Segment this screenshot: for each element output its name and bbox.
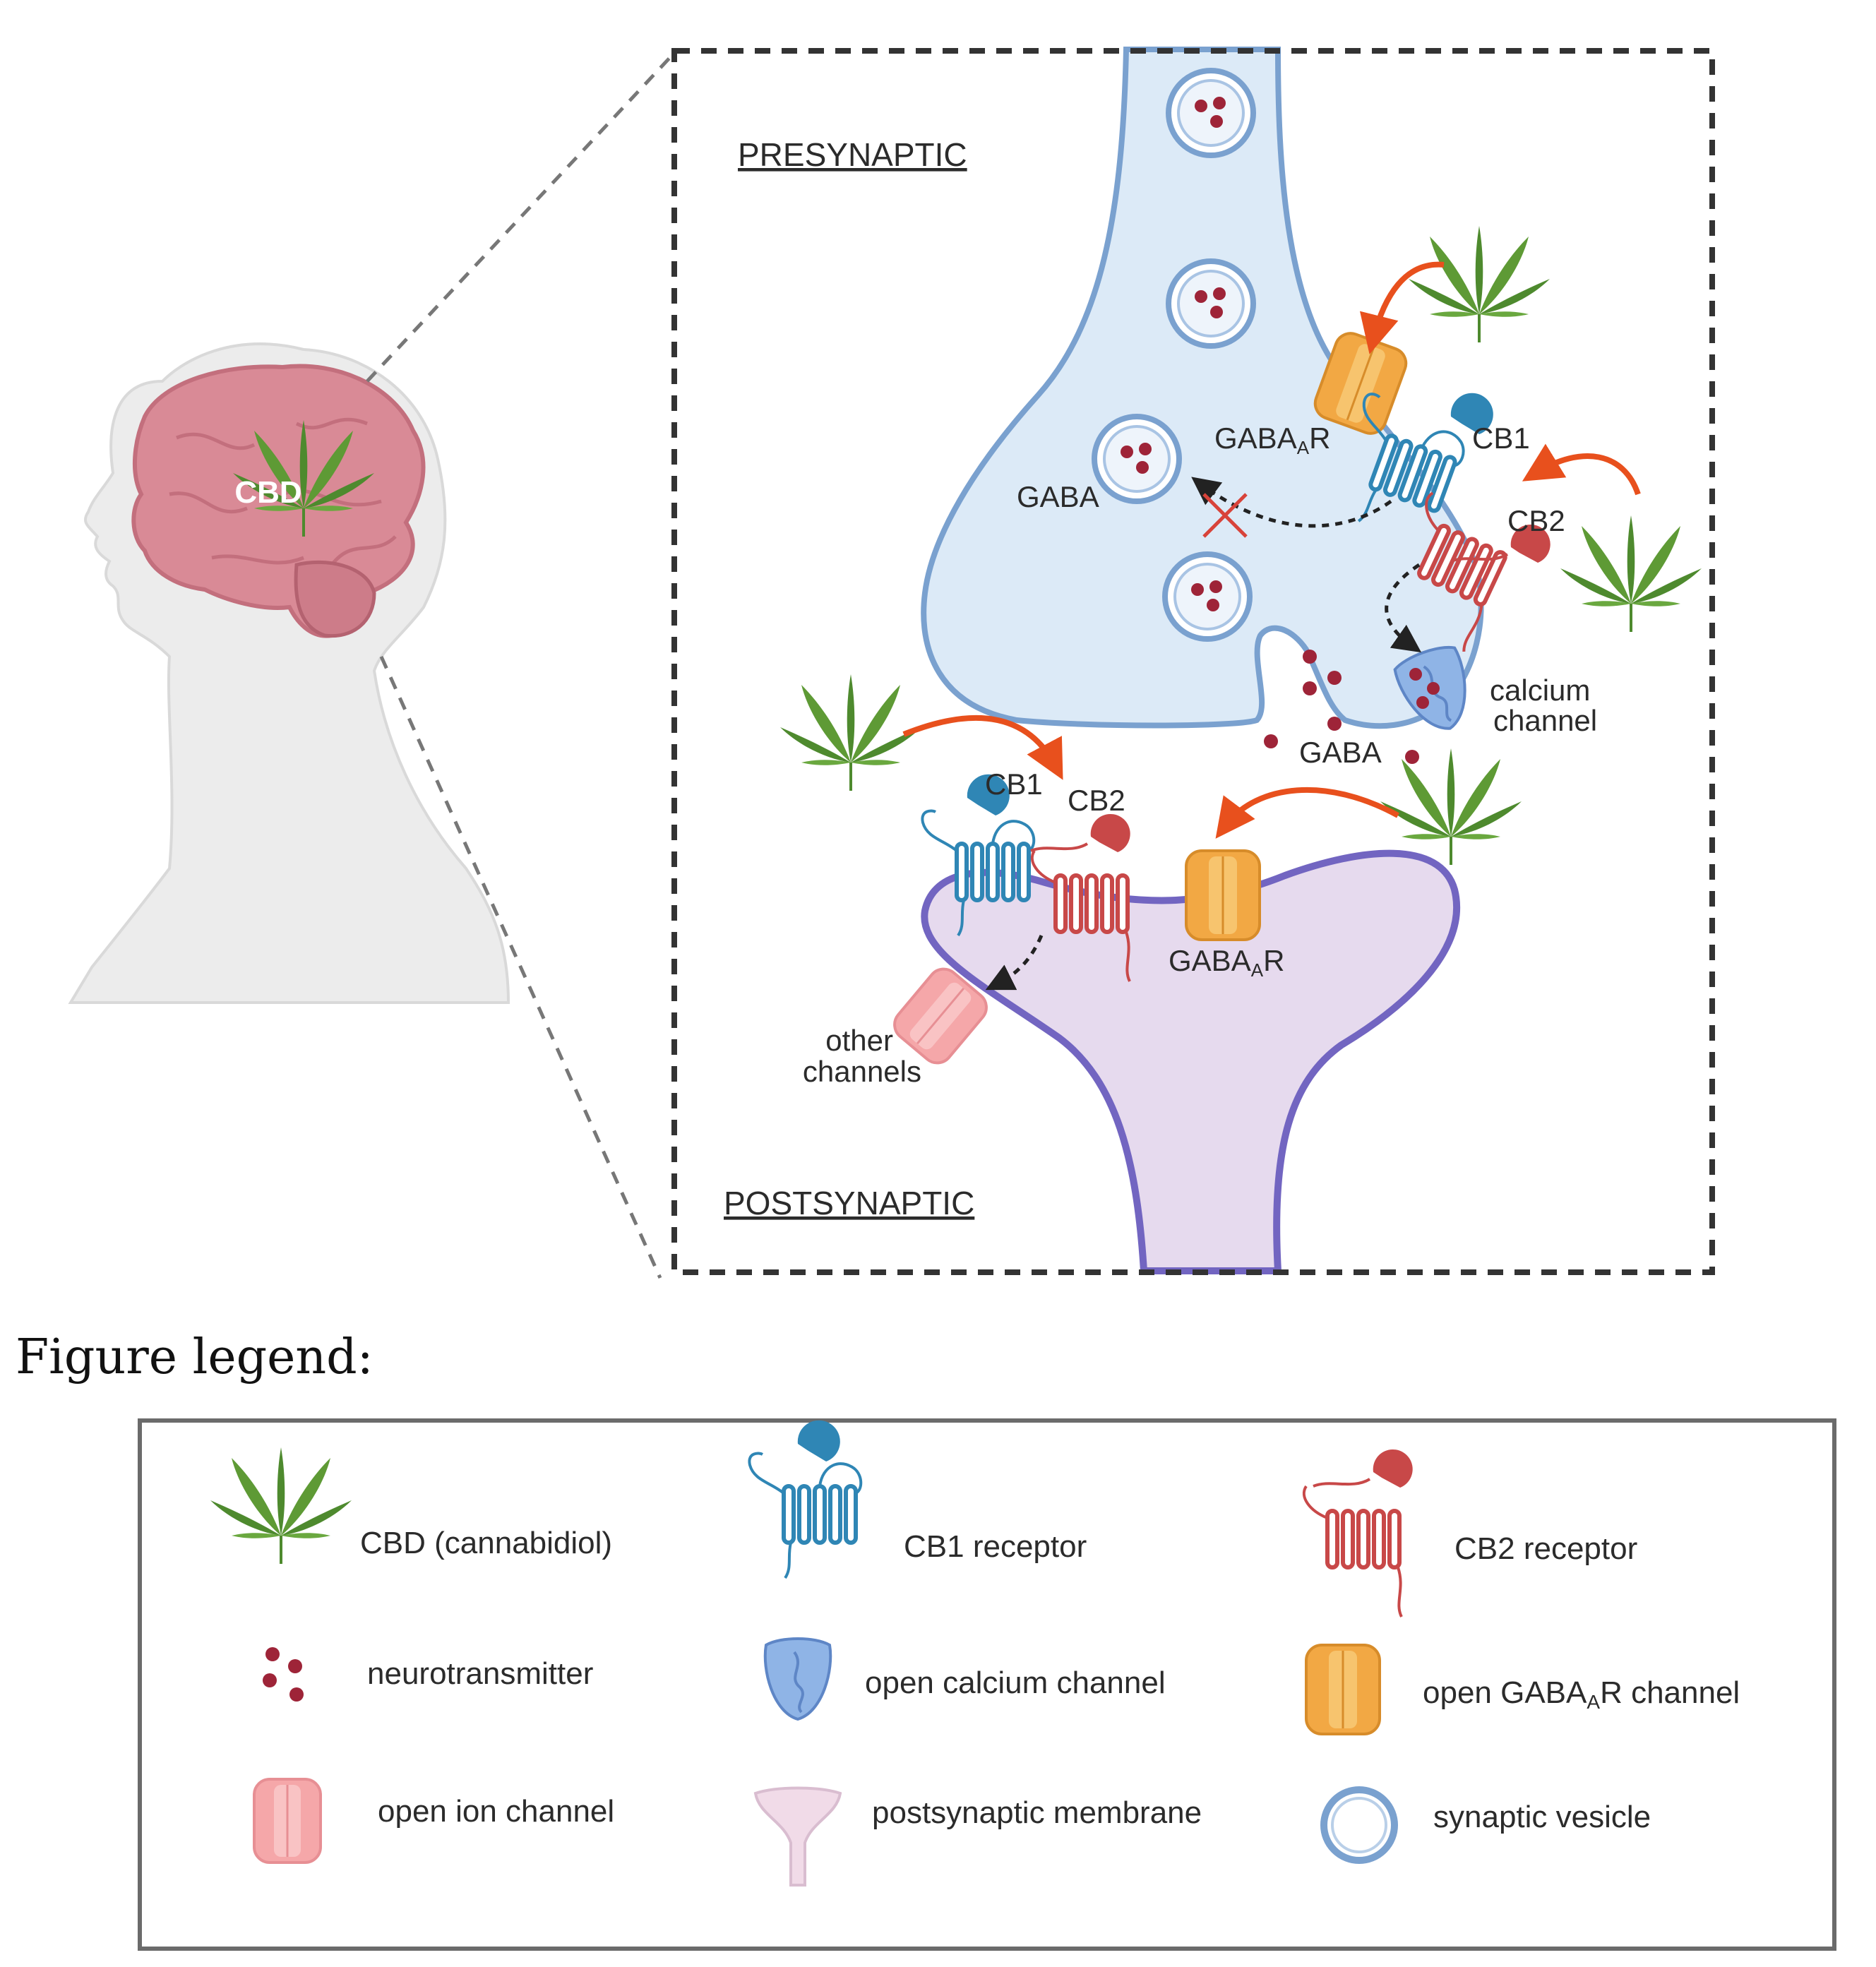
legend-synaptic-vesicle-icon	[1320, 1786, 1398, 1864]
synaptic-vesicle-1	[1169, 71, 1253, 155]
calcium-channel-label-2: channel	[1493, 704, 1597, 737]
post-cb2-label: CB2	[1068, 784, 1125, 817]
legend-cb2-label: CB2 receptor	[1454, 1531, 1637, 1566]
synaptic-vesicle-2	[1169, 261, 1253, 346]
cbd-leaf-icon-2	[1559, 514, 1703, 633]
cbd-leaf-icon-3	[779, 673, 923, 792]
cbd-arrow-post-cb	[902, 715, 1063, 780]
other-channels-label-2: channels	[803, 1055, 921, 1088]
pre-cb2-label: CB2	[1507, 504, 1565, 537]
legend-neurotransmitter-icon	[263, 1647, 304, 1702]
post-cb2-ligand	[1029, 812, 1132, 854]
pre-gaba-label: GABA	[1017, 480, 1099, 513]
legend-heading: Figure legend:	[16, 1329, 374, 1385]
legend-postsynaptic-membrane-label: postsynaptic membrane	[872, 1795, 1202, 1830]
cbd-arrow-gabaar	[1359, 261, 1445, 354]
post-gabaar-label: GABAAR	[1169, 944, 1284, 981]
synapse-panel: PRESYNAPTIC POSTSYNAPTIC	[671, 47, 1715, 1275]
cbd-leaf-icon-1	[1407, 225, 1551, 344]
cerebellum	[294, 560, 376, 638]
cleft-gaba-label: GABA	[1299, 736, 1382, 769]
legend-cb1-label: CB1 receptor	[904, 1529, 1087, 1564]
legend-calcium-channel-label: open calcium channel	[865, 1666, 1166, 1700]
legend-gabaar-icon	[1305, 1644, 1381, 1735]
block-cross-b	[1202, 493, 1248, 538]
zoom-frame	[671, 48, 1715, 1275]
synaptic-vesicle-3	[1094, 417, 1179, 501]
presynaptic-label: PRESYNAPTIC	[738, 136, 967, 173]
cbd-arrow-post-gabaar	[1215, 787, 1399, 839]
pre-cb1-label: CB1	[1472, 422, 1530, 455]
other-channels-label-1: other	[825, 1024, 893, 1057]
legend-ion-channel-label: open ion channel	[378, 1794, 614, 1829]
postsynaptic-label: POSTSYNAPTIC	[724, 1185, 974, 1221]
cbd-leaf-icon-4	[1379, 747, 1523, 866]
post-cb1-label: CB1	[985, 767, 1043, 801]
legend-synaptic-vesicle-label: synaptic vesicle	[1433, 1800, 1651, 1834]
zoom-line-top	[366, 52, 676, 383]
zoom-line-bottom	[379, 655, 662, 1279]
brain-cbd-label: CBD	[234, 475, 301, 510]
cb2-calcium-arrow	[1385, 563, 1422, 653]
legend-neurotransmitter-label: neurotransmitter	[367, 1656, 593, 1691]
synaptic-vesicle-4	[1165, 554, 1250, 639]
cbd-arrow-pre-cb	[1522, 443, 1641, 496]
legend-postsynaptic-membrane-icon	[753, 1786, 842, 1887]
legend-cbd-label: CBD (cannabidiol)	[360, 1526, 612, 1560]
post-gabaar-channel	[1185, 849, 1261, 941]
legend-gabaar-label: open GABAAR channel	[1423, 1675, 1740, 1713]
calcium-channel-label-1: calcium	[1490, 674, 1590, 707]
legend-box: CBD (cannabidiol) CB1 receptor CB2 recep…	[138, 1418, 1836, 1951]
legend-ion-channel-icon	[253, 1778, 322, 1864]
human-head: CBD	[68, 342, 510, 1004]
pre-gabaar-label: GABAAR	[1214, 422, 1330, 458]
